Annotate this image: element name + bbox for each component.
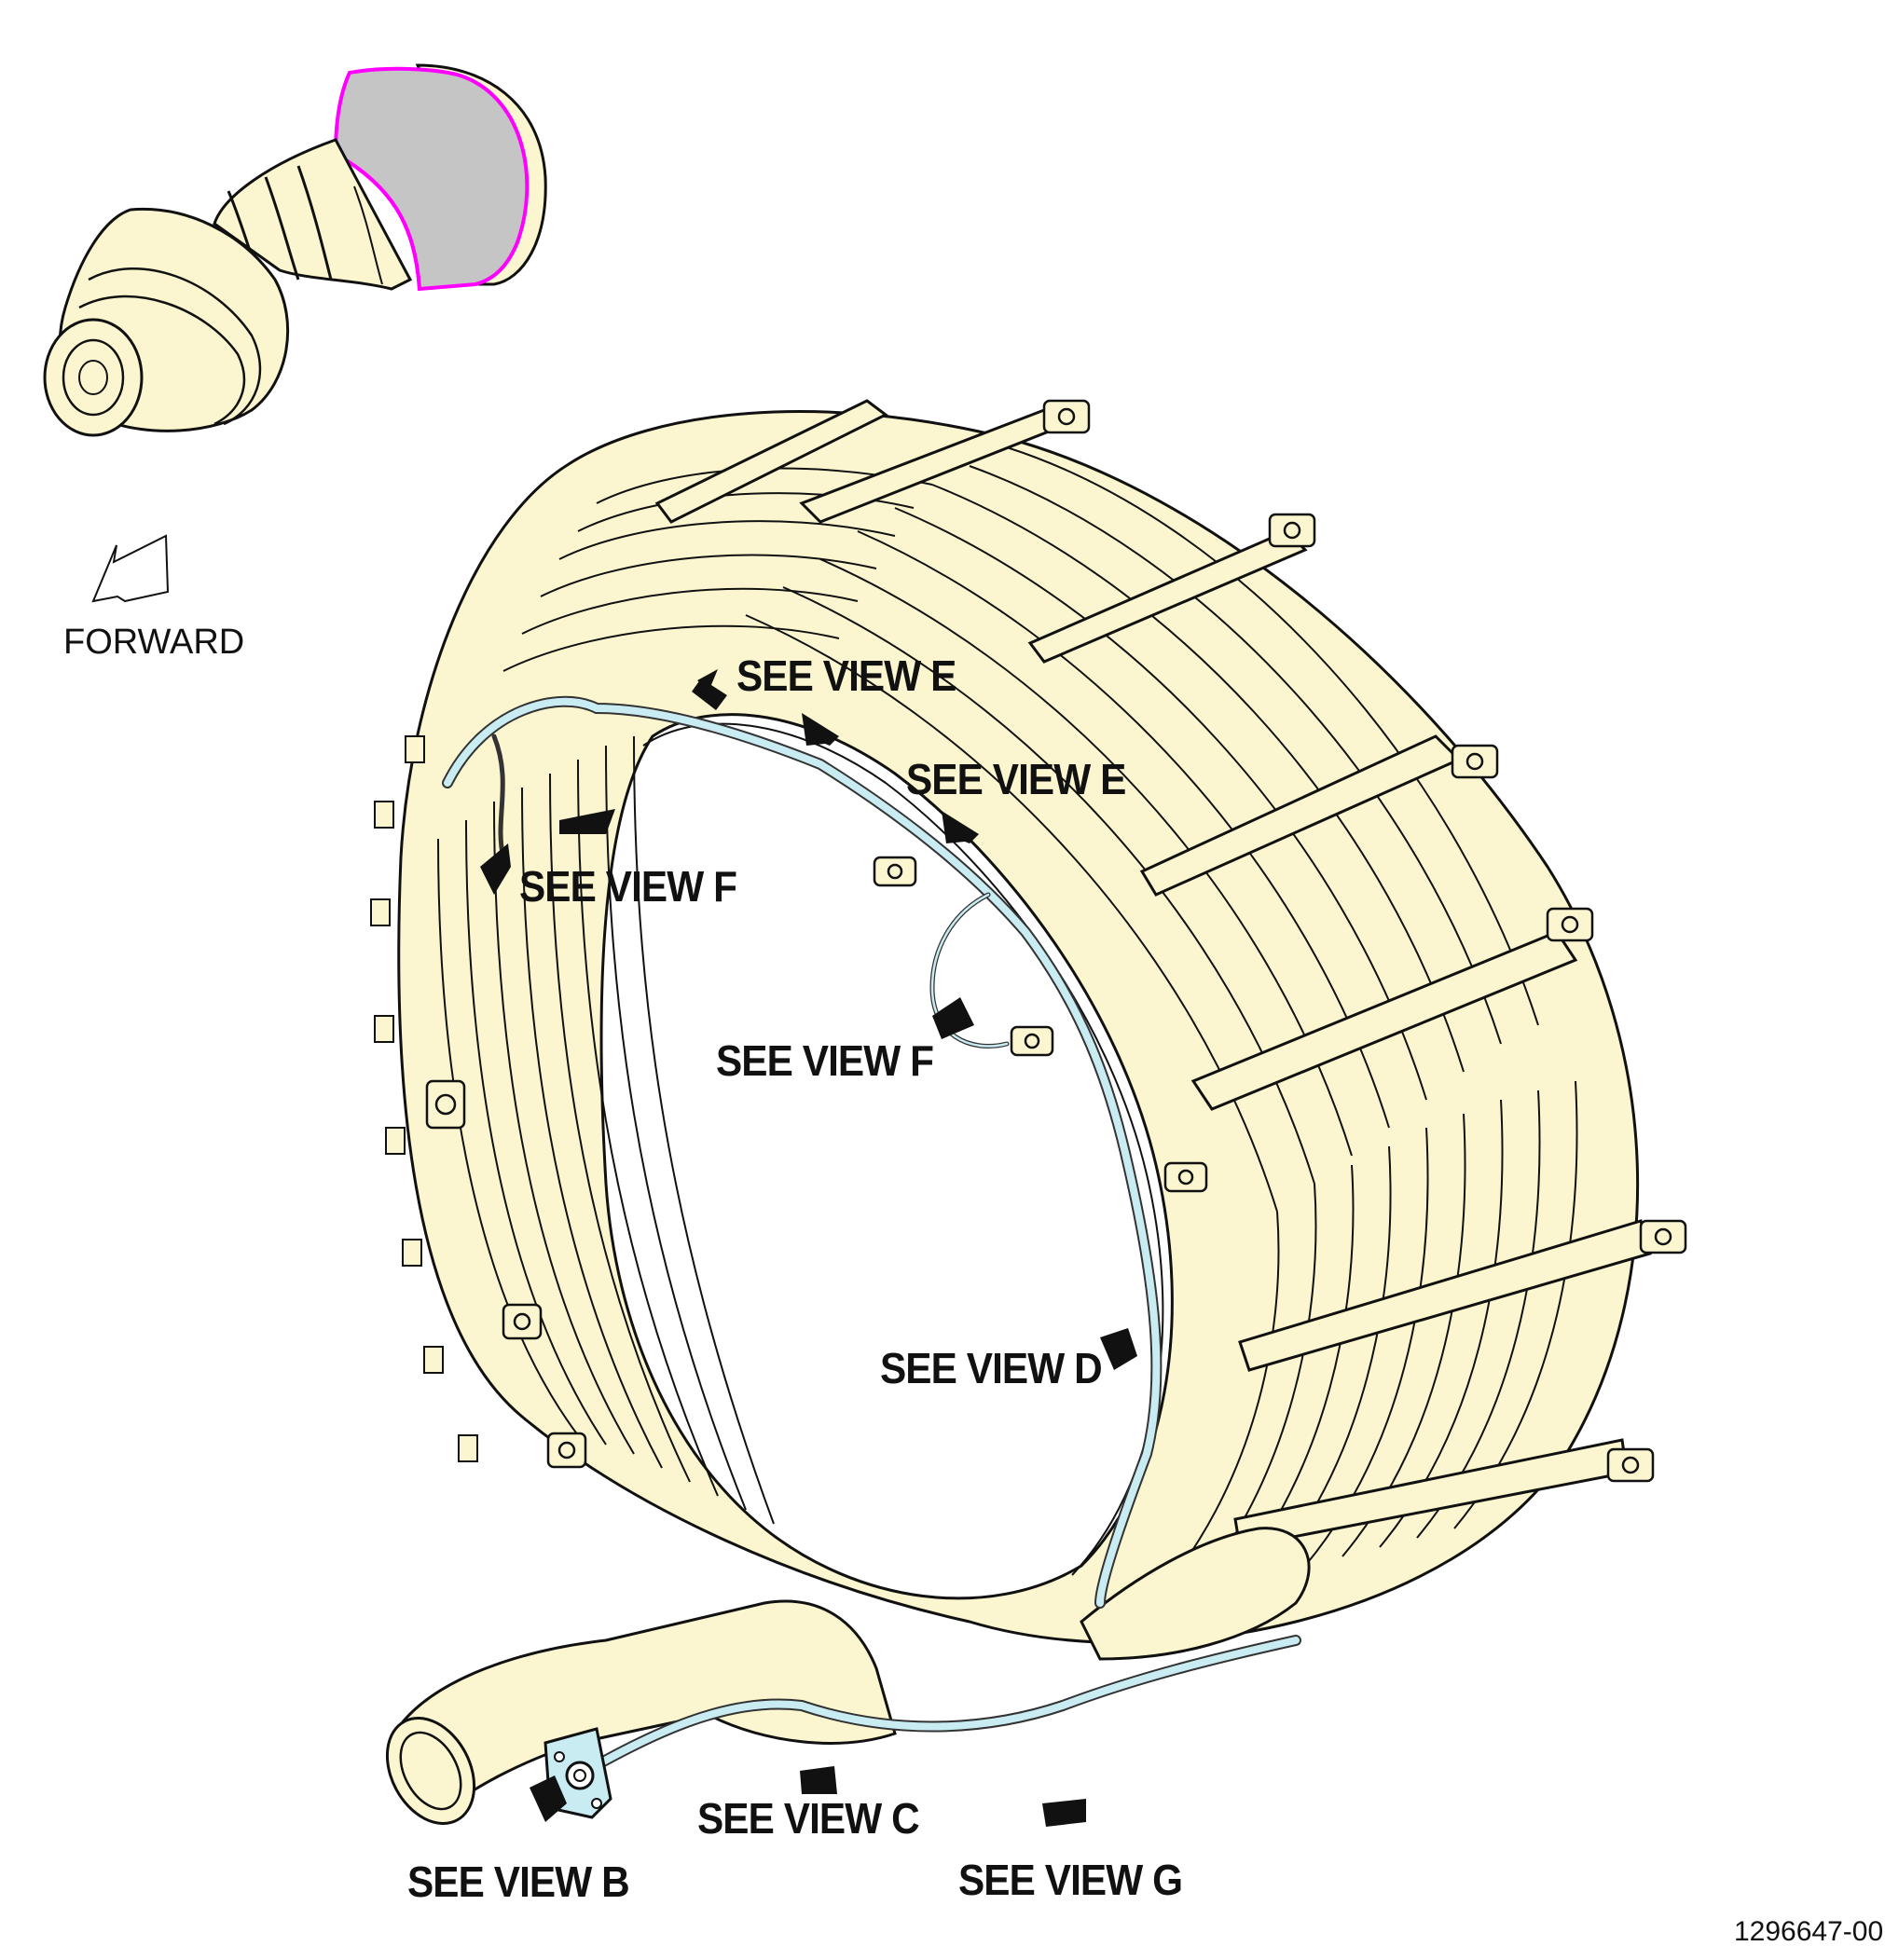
callout-see-view-e-right: SEE VIEW E <box>906 755 1126 803</box>
document-number: 1296647-00 <box>1734 1916 1884 1947</box>
mount-brackets <box>425 399 1687 1483</box>
bracket <box>502 1303 543 1340</box>
bracket <box>1042 399 1091 434</box>
view-pointer-arrow-icon <box>1100 1328 1137 1370</box>
bracket <box>425 1079 466 1130</box>
view-pointer-arrow-icon <box>692 669 727 710</box>
view-pointer-arrow-icon <box>932 997 974 1039</box>
strap-7 <box>654 399 888 524</box>
bracket <box>1606 1447 1655 1483</box>
forward-label: FORWARD <box>63 623 245 662</box>
edge-clips <box>370 735 478 1462</box>
bracket <box>1268 513 1316 548</box>
engine-locator-view <box>43 63 547 437</box>
bracket <box>546 1432 587 1469</box>
forward-direction-arrow-icon <box>91 534 170 603</box>
view-pointer-arrow-icon <box>480 843 511 895</box>
callout-see-view-g: SEE VIEW G <box>958 1856 1183 1904</box>
callout-see-view-f-center: SEE VIEW F <box>716 1036 934 1085</box>
callout-see-view-e-top: SEE VIEW E <box>736 651 956 700</box>
wire-harness <box>442 695 1301 1781</box>
strap-2 <box>1139 734 1462 897</box>
callout-see-view-c: SEE VIEW C <box>697 1794 920 1843</box>
locator-compressor-body <box>213 138 413 291</box>
callout-see-view-f-upper: SEE VIEW F <box>519 862 737 911</box>
outlet-duct <box>399 1599 897 1820</box>
bracket <box>1546 907 1594 942</box>
bracket <box>873 856 917 887</box>
view-arrows <box>480 669 1137 1827</box>
view-pointer-arrow-icon <box>800 1766 837 1794</box>
bracket <box>1010 1025 1054 1057</box>
callout-see-view-d: SEE VIEW D <box>880 1344 1103 1392</box>
manifold-assembly <box>370 399 1687 1826</box>
manifold-straps <box>654 399 1652 1549</box>
strap-3 <box>1190 930 1578 1111</box>
bracket <box>1451 744 1499 779</box>
view-pointer-arrow-icon <box>942 811 979 843</box>
view-pointer-arrow-icon <box>802 713 839 746</box>
view-pointer-arrow-icon <box>530 1775 567 1822</box>
bracket <box>1639 1219 1687 1254</box>
bracket <box>1163 1161 1208 1193</box>
view-pointer-arrow-icon <box>559 809 615 834</box>
view-pointer-arrow-icon <box>1042 1799 1086 1827</box>
callout-see-view-b: SEE VIEW B <box>407 1857 630 1906</box>
